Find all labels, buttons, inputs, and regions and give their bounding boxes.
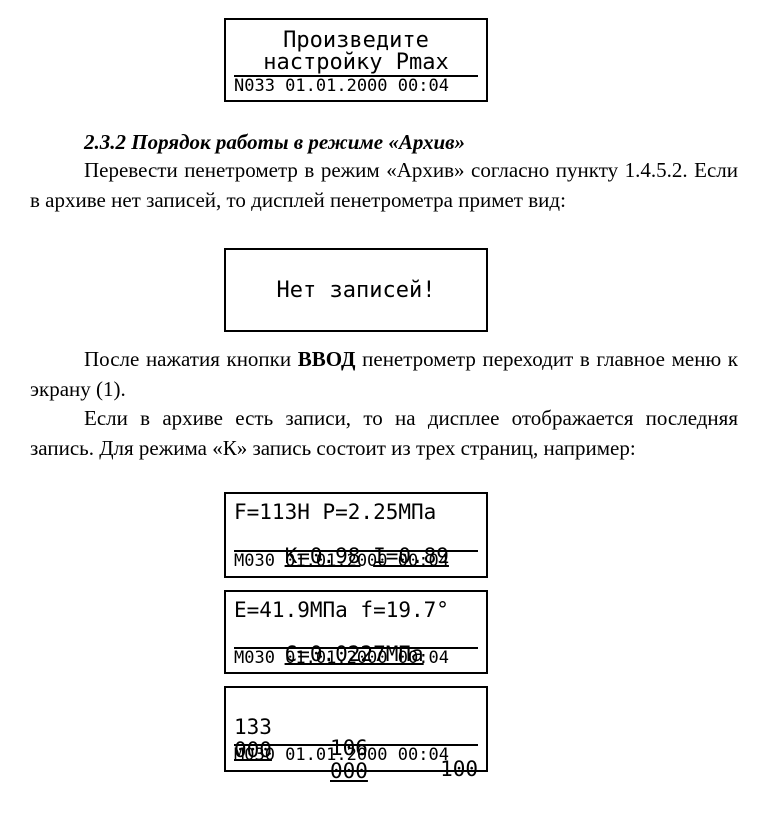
- lcd-status-line: M030 01.01.2000 00:04: [234, 745, 449, 765]
- paragraph-2-before: После нажатия кнопки: [84, 347, 298, 371]
- lcd-line-1: Произведите: [283, 28, 429, 53]
- lcd-status-line: N033 01.01.2000 00:04: [234, 76, 449, 96]
- lcd-line-1: E=41.9МПа f=19.7°: [234, 598, 449, 622]
- value-row2-col-2: 000: [330, 759, 368, 783]
- lcd-status-line: M030 01.01.2000 00:04: [234, 648, 449, 668]
- lcd-line-1: 133 106 100: [234, 696, 478, 801]
- lcd-line-1: F=113Н P=2.25МПа: [234, 500, 437, 524]
- lcd-separator: [234, 744, 478, 746]
- paragraph-3: Если в архиве есть записи, то на дисплее…: [30, 404, 738, 463]
- lcd-status-line: M030 01.01.2000 00:04: [234, 551, 449, 571]
- lcd-separator: [234, 647, 478, 649]
- value-col-3: 100: [440, 757, 478, 781]
- enter-key-label: ВВОД: [297, 347, 356, 371]
- lcd-archive-page-2: E=41.9МПа f=19.7° C=0.0227МПа M030 01.01…: [224, 590, 488, 674]
- lcd-line-2: настройку Pmax: [263, 50, 449, 75]
- lcd-display-pmax: Произведите настройку Pmax N033 01.01.20…: [224, 18, 488, 102]
- value-col-2: 106: [330, 736, 368, 760]
- paragraph-1: Перевести пенетрометр в режим «Архив» со…: [30, 156, 738, 215]
- paragraph-2-after: пенетрометр переходит в главное меню к э…: [30, 347, 738, 401]
- lcd-display-no-records: Нет записей!: [224, 248, 488, 332]
- lcd-separator: [234, 75, 478, 77]
- lcd-message: Нет записей!: [276, 278, 436, 303]
- paragraph-1-text: Перевести пенетрометр в режим «Архив» со…: [30, 158, 738, 212]
- lcd-separator: [234, 550, 478, 552]
- lcd-archive-page-1: F=113Н P=2.25МПа K=0.98 I=0.89 M030 01.0…: [224, 492, 488, 578]
- paragraph-2: После нажатия кнопки ВВОД пенетрометр пе…: [30, 345, 738, 404]
- section-heading: 2.3.2 Порядок работы в режиме «Архив»: [84, 130, 466, 154]
- paragraph-3-text: Если в архиве есть записи, то на дисплее…: [30, 406, 738, 460]
- value-col-1: 133: [234, 715, 272, 739]
- lcd-archive-page-3: 133 106 100 000 000 M030 01.01.2000 00:0…: [224, 686, 488, 782]
